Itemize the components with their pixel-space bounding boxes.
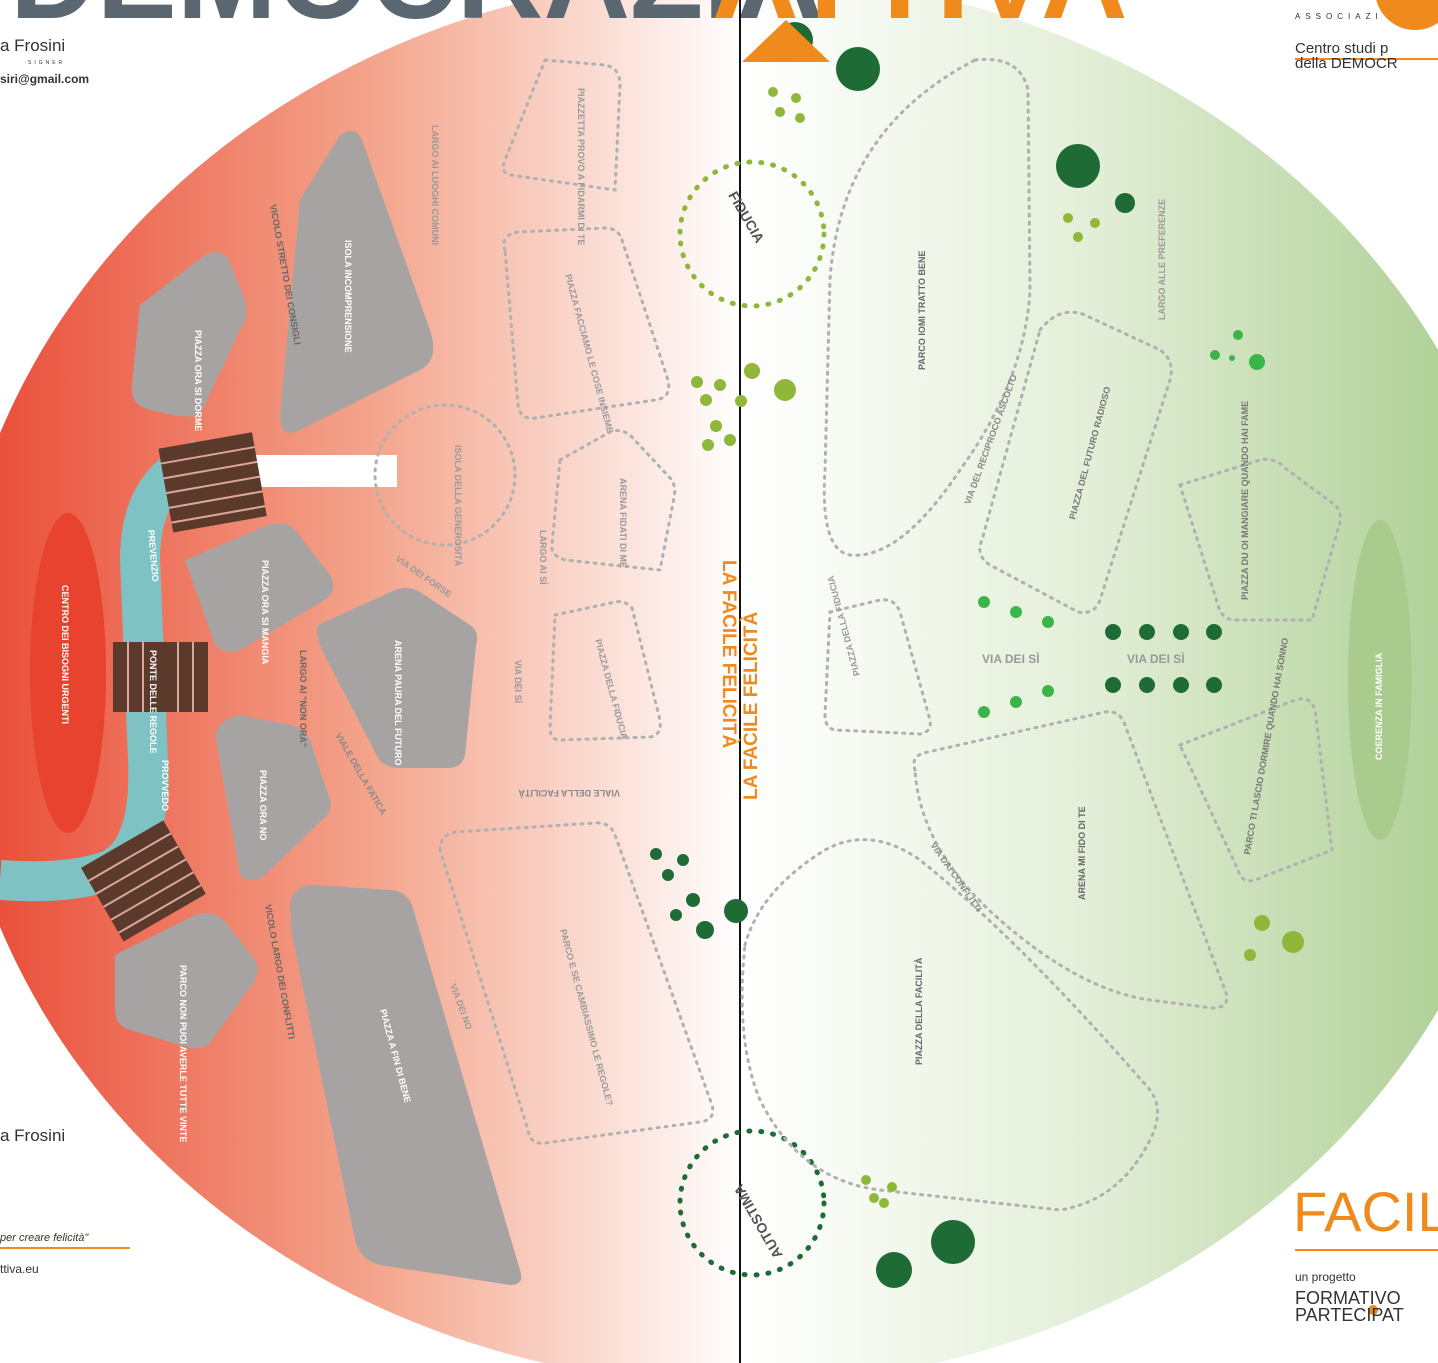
designer-role: SIGNER [28, 60, 66, 66]
label-piazza-mangiare: PIAZZA DU OI MANGIARE QUANDO HAI FAME [1240, 401, 1250, 600]
label-facile-felicita-right: LA FACILE FELICITÀ [740, 611, 762, 800]
right-dotted-outlines [740, 57, 1342, 1212]
block-piazza-fin-di-bene [290, 885, 522, 1285]
fiducia-circle [677, 159, 827, 309]
label-facile-felicita-left: LA FACILE FELICITÀ [718, 560, 740, 749]
designer-name: a Frosini [0, 36, 66, 55]
label-via-dei-si-right-2: VIA DEI SÌ [1127, 651, 1185, 666]
label-arena-paura: ARENA PAURA DEL FUTURO [393, 640, 403, 766]
label-prevenzione: PREVENZIO [146, 529, 160, 582]
bridge-regole [113, 642, 208, 712]
block-isola-incomprensione [280, 131, 434, 433]
coerenza-oval [1348, 520, 1412, 840]
footer-name: a Frosini [0, 1126, 66, 1145]
label-piazza-facilita: PIAZZA DELLA FACILITÀ [914, 957, 924, 1065]
label-piazza-ora-si-mangia: PIAZZA ORA SI MANGIA [260, 560, 270, 665]
label-via-dei-si-left: VIA DEI SÌ [513, 660, 523, 704]
label-piazza-ora-si-dorme: PIAZZA ORA SI DORME [193, 330, 203, 431]
label-provvedo: PROVVEDO [160, 760, 170, 811]
label-isola-generosita: ISOLA DELLA GENEROSITÀ [453, 445, 463, 567]
orange-triangle [742, 20, 830, 62]
label-viale-facilita-mirror: VIALE DELLA FACILITÀ [518, 788, 620, 798]
footer-tagline: per creare felicità" [0, 1232, 89, 1244]
label-parco-bene: PARCO IOMI TRATTO BENE [917, 250, 927, 370]
river [0, 441, 208, 902]
centro-bisogni-oval [30, 513, 106, 833]
bridge-top [158, 432, 267, 533]
label-arena-mi-fido: ARENA MI FIDO DI TE [1077, 806, 1087, 900]
designer-email[interactable]: siri@gmail.com [0, 72, 90, 86]
project-prefix: un progetto [1295, 1270, 1356, 1284]
project-line1: FORMATIVO [1295, 1288, 1401, 1308]
right-half-gradient [740, 0, 1438, 1363]
project-line2: PARTECIPAT [1295, 1305, 1404, 1325]
label-via-dei-si-right-1: VIA DEI SÌ [982, 651, 1040, 666]
label-parco-non-puoi: PARCO NON PUOI AVERLE TUTTE VINTE [178, 965, 188, 1142]
center-studies-line1: Centro studi p [1295, 40, 1389, 57]
left-blocks [115, 131, 522, 1285]
label-largo-preferenze: LARGO ALLE PREFERENZE [1157, 199, 1167, 320]
label-arena-fidati: ARENA FIDATI DI ME [618, 478, 628, 568]
label-isola-incomprensione: ISOLA INCOMPRENSIONE [343, 240, 353, 353]
title-democrazia: DEMOCRAZIA [10, 0, 823, 44]
label-ponte-regole: PONTE DELLE REGOLE [148, 650, 158, 754]
header-title: DEMOCRAZIA ATTIVA [10, 0, 1438, 44]
label-centro-bisogni: CENTRO DEI BISOGNI URGENTI [60, 585, 70, 724]
footer-website[interactable]: ttiva.eu [0, 1262, 39, 1276]
label-largo-non-ora: LARGO AI "NON ORA" [298, 650, 308, 747]
left-dotted-outlines [373, 58, 715, 1145]
label-largo-ai-si: LARGO AI SÌ [538, 530, 548, 585]
bridge-bottom [81, 820, 206, 942]
label-largo-luoghi-comuni: LARGO AI LUOGHI COMUNI [430, 125, 440, 245]
block-arena-paura [317, 587, 478, 768]
label-piazza-ora-no: PIAZZA ORA NO [258, 770, 268, 840]
label-piazzetta-provo: PIAZZETTA PROVO A FIDARMI DI TE [576, 88, 586, 245]
center-studies-line2: della DEMOCR [1295, 55, 1398, 72]
footer-brand: FACIL [1293, 1180, 1438, 1243]
logo-orange-circle [1376, 0, 1438, 30]
green-dots [650, 47, 1304, 1288]
label-coerenza-famiglia: COERENZA IN FAMIGLIA [1374, 652, 1384, 760]
association-label: ASSOCIAZI [1295, 12, 1383, 21]
autostima-circle [677, 1128, 827, 1278]
